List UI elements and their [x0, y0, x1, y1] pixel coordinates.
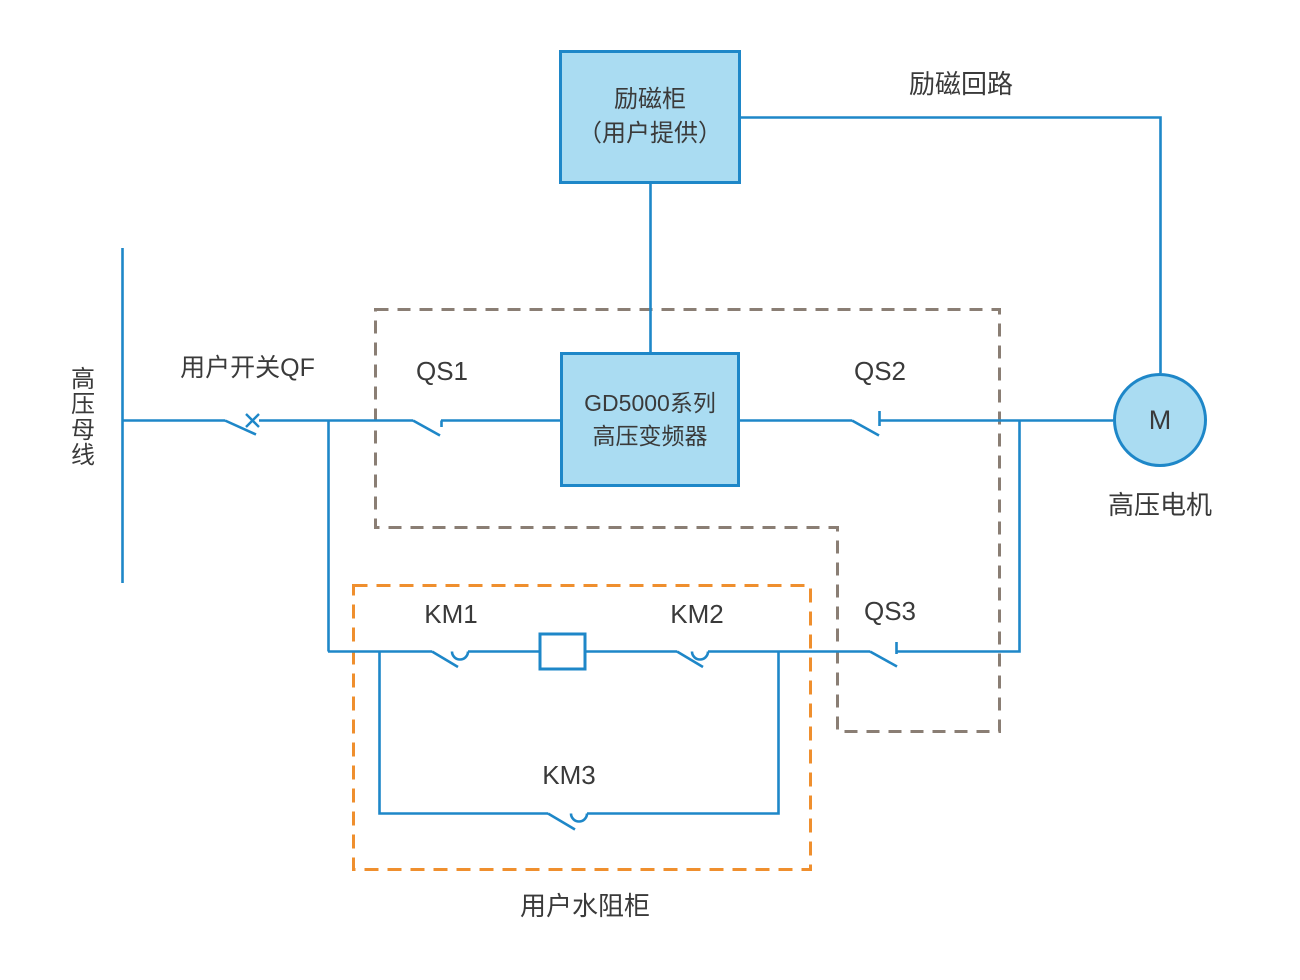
qs2-switch-blade: [851, 419, 880, 437]
motor-symbol-letter: M: [1148, 404, 1172, 435]
motor-label: 高压电机: [1107, 490, 1212, 520]
water-resistor-element: [538, 632, 587, 671]
qs3-label: QS3: [863, 596, 917, 626]
qs3-switch-blade: [869, 650, 898, 668]
inverter-line2: 高压变频器: [592, 422, 708, 449]
water-resistance-cabinet-boundary-dashed: [352, 584, 812, 871]
km3-contactor-arc: [569, 813, 589, 823]
km2-contactor-arc: [690, 651, 710, 661]
qs1-switch-blade: [412, 419, 441, 437]
km3-contactor-blade: [547, 812, 576, 831]
qs1-label: QS1: [415, 356, 469, 386]
excitation-cabinet-box: 励磁柜 （用户提供）: [559, 50, 741, 184]
km1-label: KM1: [424, 599, 478, 629]
user-switch-qf-label: 用户开关QF: [180, 354, 315, 382]
km3-loop-left: [378, 651, 548, 815]
qf-switch-blade: [224, 419, 257, 436]
km1-contactor-arc: [450, 651, 470, 661]
motor-symbol: M: [1113, 373, 1207, 467]
km2-label: KM2: [670, 599, 724, 629]
excitation-cabinet-line2: （用户提供）: [578, 120, 722, 147]
qs2-label: QS2: [853, 356, 907, 386]
busbar-label: 高压母线: [71, 366, 95, 470]
bypass-cabinet-boundary-dashed: [374, 308, 1001, 733]
inverter-line1: GD5000系列: [584, 390, 716, 417]
excitation-cabinet-line1: 励磁柜: [614, 85, 686, 113]
excitation-circuit-line: [741, 116, 1162, 373]
km3-loop-right: [587, 651, 780, 815]
km3-label: KM3: [542, 760, 596, 790]
qs3-branch-line: [896, 420, 1021, 653]
water-resistance-cabinet-label: 用户水阻柜: [519, 891, 650, 921]
inverter-box: GD5000系列 高压变频器: [560, 352, 740, 487]
km1-contactor-blade: [431, 650, 459, 669]
qf-breaker-x-icon: [245, 413, 260, 428]
km2-contactor-blade: [676, 650, 704, 669]
excitation-circuit-label: 励磁回路: [908, 69, 1013, 99]
